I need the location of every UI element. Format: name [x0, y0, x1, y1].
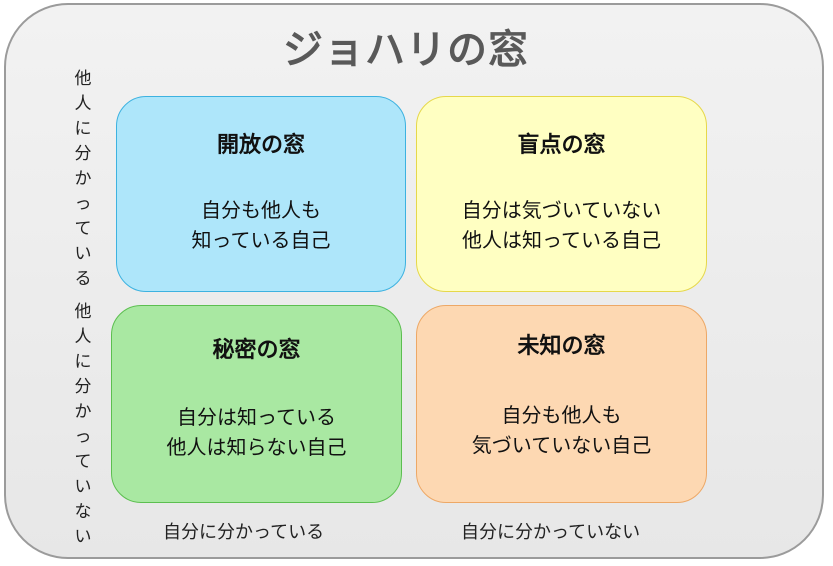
quadrant-unknown: 未知の窓 自分も他人も 気づいていない自己	[416, 305, 707, 503]
side-label-others-know: 他人に分かっている	[74, 69, 92, 289]
bottom-label-self-knows: 自分に分かっている	[163, 522, 325, 543]
quadrant-hidden-title: 秘密の窓	[212, 338, 301, 363]
quadrant-open: 開放の窓 自分も他人も 知っている自己	[116, 96, 406, 292]
quadrant-blind-title: 盲点の窓	[517, 133, 606, 158]
side-label-others-dont-know: 他人に分かっていない	[74, 302, 92, 547]
quadrant-unknown-line-2: 気づいていない自己	[471, 433, 652, 457]
quadrant-open-line-2: 知っている自己	[191, 228, 331, 252]
diagram-title: ジョハリの窓	[283, 27, 529, 73]
quadrant-blind-line-1: 自分は気づいていない	[461, 198, 662, 222]
quadrant-unknown-title: 未知の窓	[517, 334, 606, 359]
quadrant-open-title: 開放の窓	[216, 133, 305, 158]
quadrant-open-line-1: 自分も他人も	[201, 198, 321, 222]
quadrant-blind-line-2: 他人は知っている自己	[462, 228, 661, 252]
quadrant-blind: 盲点の窓 自分は気づいていない 他人は知っている自己	[416, 96, 707, 292]
quadrant-unknown-description: 自分も他人も 気づいていない自己	[417, 400, 706, 460]
quadrant-open-description: 自分も他人も 知っている自己	[117, 195, 405, 255]
quadrant-blind-description: 自分は気づいていない 他人は知っている自己	[417, 195, 706, 255]
quadrant-unknown-line-1: 自分も他人も	[501, 403, 622, 427]
quadrant-hidden-line-2: 他人は知らない自己	[166, 435, 347, 459]
bottom-label-self-doesnt-know: 自分に分かっていない	[461, 522, 641, 543]
quadrant-hidden: 秘密の窓 自分は知っている 他人は知らない自己	[111, 305, 402, 503]
quadrant-hidden-line-1: 自分は知っている	[177, 405, 336, 429]
quadrant-hidden-description: 自分は知っている 他人は知らない自己	[112, 402, 401, 462]
